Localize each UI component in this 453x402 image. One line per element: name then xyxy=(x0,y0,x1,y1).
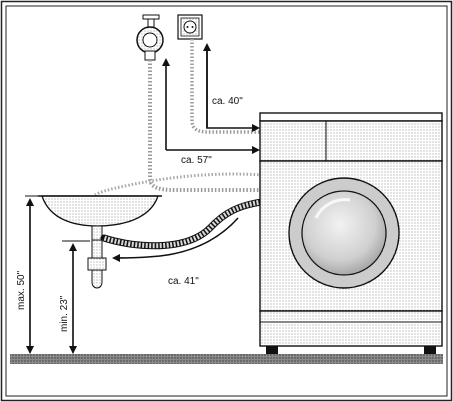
door-glass xyxy=(301,190,387,276)
label-min-height: min. 23" xyxy=(59,295,70,332)
floor xyxy=(10,354,443,364)
inner-frame xyxy=(5,5,448,397)
machine-cable xyxy=(94,172,263,197)
label-faucet-height: ca. 40" xyxy=(212,96,243,107)
water-tap-icon xyxy=(136,14,164,61)
inlet-hose xyxy=(148,60,262,192)
drain-hose xyxy=(103,199,263,249)
sink xyxy=(38,195,162,289)
control-panel xyxy=(259,120,443,162)
power-cord xyxy=(190,39,262,134)
machine-plinth xyxy=(259,310,443,347)
label-outlet-height: ca. 57" xyxy=(181,155,212,166)
label-hose-length: ca. 41" xyxy=(168,276,199,287)
power-outlet-icon xyxy=(177,14,203,40)
arrow-hose-length xyxy=(112,217,239,262)
label-max-height: max. 50" xyxy=(16,270,27,310)
washing-machine xyxy=(259,112,443,354)
